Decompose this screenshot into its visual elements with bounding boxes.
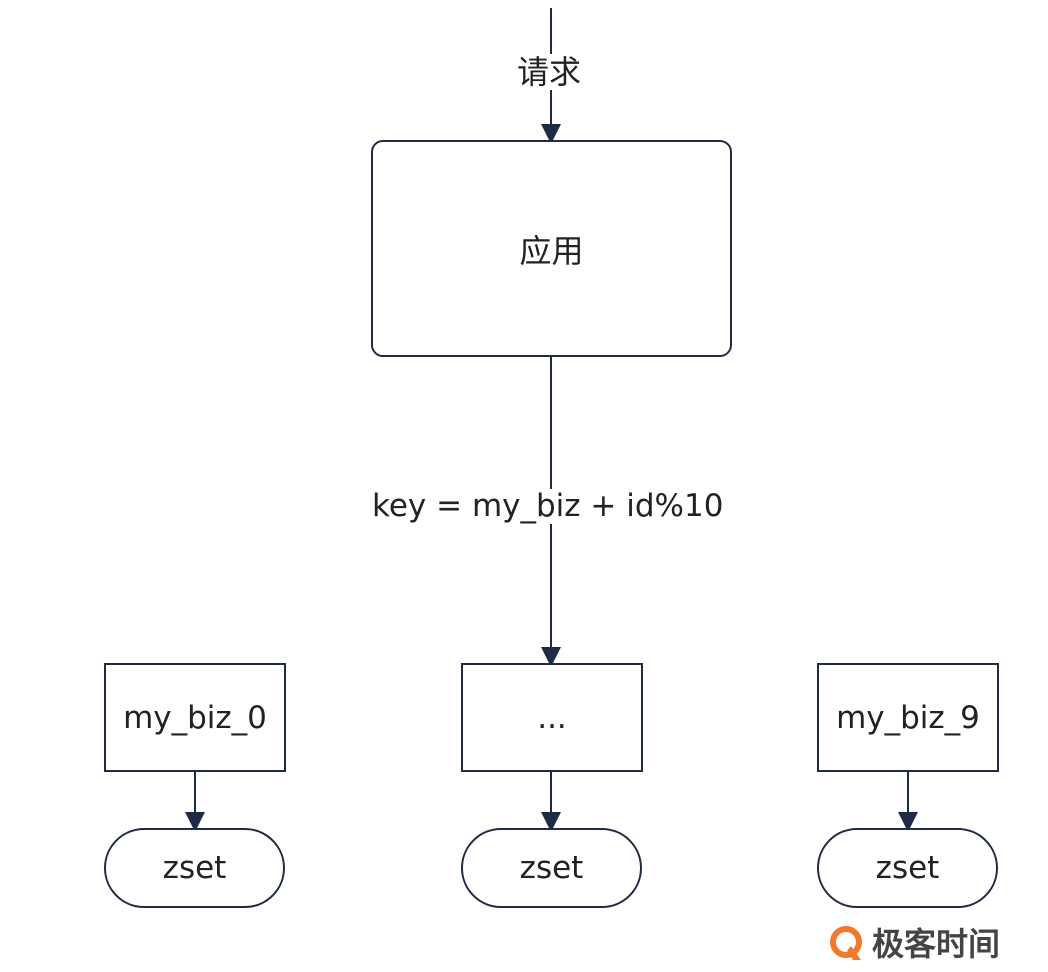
request-label: 请求 <box>517 53 582 91</box>
watermark-text: 极客时间 <box>872 925 1001 963</box>
key-label: ... <box>537 699 567 736</box>
key-box-my-biz-9: my_biz_9 <box>817 663 999 772</box>
zset-label: zset <box>875 850 940 886</box>
key-box-middle: ... <box>461 663 643 772</box>
application-label: 应用 <box>519 231 584 270</box>
key-label: my_biz_9 <box>836 699 980 736</box>
zset-label: zset <box>519 850 584 886</box>
key-formula-label: key = my_biz + id%10 <box>372 488 724 524</box>
key-label: my_biz_0 <box>123 699 267 736</box>
zset-label: zset <box>162 850 227 886</box>
zset-store-middle: zset <box>461 828 642 908</box>
watermark: 极客时间 <box>830 926 1000 962</box>
application-box: 应用 <box>371 140 732 357</box>
key-box-my-biz-0: my_biz_0 <box>104 663 286 772</box>
zset-store-9: zset <box>817 828 998 908</box>
zset-store-0: zset <box>104 828 285 908</box>
geektime-logo-icon <box>830 926 866 962</box>
